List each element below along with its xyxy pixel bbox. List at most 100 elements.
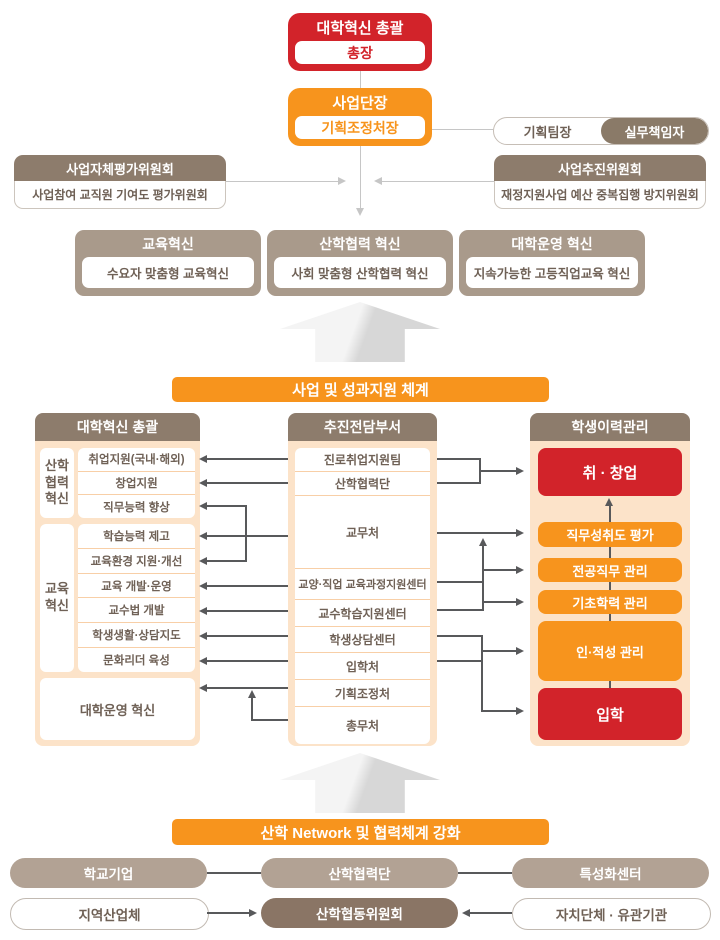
flow-line	[360, 71, 361, 88]
list-item: 취업지원(국내·해외)	[78, 448, 195, 472]
flow-line	[207, 505, 247, 507]
arrowhead-left-icon	[462, 908, 470, 917]
planning-team-lead: 기획팀장	[523, 124, 572, 140]
label-line: 혁신	[45, 491, 69, 507]
arrowhead-right-icon	[516, 528, 524, 537]
arrowhead-right-icon	[516, 646, 524, 655]
industry-committee-pill: 산학협동위원회	[261, 898, 458, 928]
flow-line	[245, 505, 247, 562]
industry-group-label: 산학 협력 혁신	[40, 448, 74, 518]
staff-box: 기획팀장 실무책임자	[493, 117, 709, 145]
industry-group: 산학 협력 혁신 취업지원(국내·해외) 창업지원 직무능력 향상	[40, 448, 195, 518]
flow-line	[458, 872, 512, 874]
arrowhead-left-icon	[199, 454, 207, 463]
industry-coop-pill: 산학협력단	[261, 858, 458, 888]
self-eval-committee-title: 사업자체평가위원회	[14, 155, 226, 181]
innovation-title: 대학운영 혁신	[511, 235, 593, 252]
flow-line	[484, 569, 518, 571]
flow-line	[207, 912, 250, 914]
flow-line	[609, 681, 611, 688]
innovation-desc: 사회 맞춤형 산학협력 혁신	[274, 257, 446, 288]
left-panel: 대학혁신 총괄 산학 협력 혁신 취업지원(국내·해외) 창업지원 직무능력 향…	[35, 413, 200, 746]
promotion-committee-title: 사업추진위원회	[494, 155, 706, 181]
arrowhead-up-icon	[604, 498, 613, 506]
innovation-box-operation: 대학운영 혁신 지속가능한 고등직업교육 혁신	[459, 230, 645, 296]
self-eval-committee-desc: 사업참여 교직원 기여도 평가위원회	[14, 181, 226, 209]
arrowhead-left-icon	[374, 176, 382, 185]
flow-line	[207, 482, 288, 484]
label-line: 산학	[45, 457, 69, 473]
flow-connector	[532, 547, 688, 558]
label-line: 협력	[45, 474, 69, 490]
up-arrow-graphic	[280, 753, 440, 813]
center-panel: 추진전담부서 진로취업지원팀 산학협력단 교무처 교양·직업 교육과정지원센터 …	[288, 413, 437, 746]
innovation-title: 교육혁신	[142, 235, 194, 252]
list-item: 산학협력단	[295, 472, 430, 496]
list-item: 입학처	[295, 653, 430, 680]
arrowhead-down-icon	[356, 208, 364, 216]
flow-line	[609, 614, 611, 621]
up-arrow-graphic	[280, 302, 440, 362]
flow-line	[207, 610, 288, 612]
arrowhead-up-icon	[247, 690, 256, 698]
arrowhead-up-icon	[478, 538, 487, 546]
flow-line	[609, 547, 611, 558]
network-banner: 산학 Network 및 협력체계 강화	[172, 819, 549, 845]
oversight-title: 대학혁신 총괄	[316, 19, 404, 37]
industry-group-items: 취업지원(국내·해외) 창업지원 직무능력 향상	[78, 448, 195, 518]
education-group: 교육 혁신 학습능력 제고 교육환경 지원·개선 교육 개발·운영 교수법 개발…	[40, 524, 195, 672]
innovation-box-industry: 산학협력 혁신 사회 맞춤형 산학협력 혁신	[267, 230, 453, 296]
arrowhead-left-icon	[199, 656, 207, 665]
arrowhead-left-icon	[199, 478, 207, 487]
arrowhead-left-icon	[199, 581, 207, 590]
job-achievement-box: 직무성취도 평가	[538, 522, 682, 547]
arrowhead-left-icon	[199, 631, 207, 640]
oversight-box: 대학혁신 총괄 총장	[288, 13, 432, 71]
arrowhead-left-icon	[199, 531, 207, 540]
arrowhead-left-icon	[199, 501, 207, 510]
flow-connector	[532, 496, 688, 522]
list-item: 창업지원	[78, 472, 195, 496]
flow-connector	[532, 681, 688, 688]
oversight-role: 총장	[295, 41, 425, 64]
flow-line	[251, 719, 288, 721]
innovation-title: 산학협력 혁신	[319, 235, 401, 252]
flow-line	[470, 912, 512, 914]
right-panel: 학생이력관리 취 · 창업 직무성취도 평가 전공직무 관리 기초학력 관리 인…	[530, 413, 690, 746]
innovation-desc: 지속가능한 고등직업교육 혁신	[466, 257, 638, 288]
promotion-committee-desc: 재정지원사업 예산 중복집행 방지위원회	[494, 181, 706, 209]
arrowhead-left-icon	[199, 606, 207, 615]
flow-line	[437, 660, 482, 662]
list-item: 교육환경 지원·개선	[78, 549, 195, 574]
list-item: 교양·직업 교육과정지원센터	[295, 569, 430, 600]
specialization-center-pill: 특성화센터	[512, 858, 709, 888]
director-title: 사업단장	[332, 94, 388, 112]
innovation-desc: 수요자 맞춤형 교육혁신	[82, 257, 254, 288]
list-item: 교수법 개발	[78, 598, 195, 624]
list-item: 문화리더 육성	[103, 655, 170, 668]
flow-line	[483, 710, 518, 712]
flow-line	[207, 560, 247, 562]
flow-line	[207, 535, 288, 537]
list-item: 교수학습지원센터	[295, 600, 430, 627]
flow-line	[226, 181, 338, 182]
flow-line	[207, 458, 288, 460]
flow-line	[207, 872, 261, 874]
flow-line	[609, 504, 611, 522]
admission-box: 입학	[538, 688, 682, 740]
arrowhead-left-icon	[199, 556, 207, 565]
director-role: 기획조정처장	[295, 116, 425, 139]
label-line: 혁신	[45, 598, 69, 613]
flow-line	[437, 581, 483, 583]
flow-line	[207, 660, 288, 662]
flow-line	[482, 546, 484, 611]
flow-line	[432, 129, 493, 130]
list-item: 기획조정처	[295, 680, 430, 707]
arrowhead-right-icon	[516, 706, 524, 715]
list-item: 학생생활·상담지도	[78, 623, 195, 649]
arrowhead-right-icon	[249, 908, 257, 917]
list-item: 진로취업지원팀	[295, 448, 430, 472]
flow-line	[483, 650, 518, 652]
self-eval-committee: 사업자체평가위원회 사업참여 교직원 기여도 평가위원회	[14, 155, 226, 209]
flow-connector	[532, 614, 688, 621]
